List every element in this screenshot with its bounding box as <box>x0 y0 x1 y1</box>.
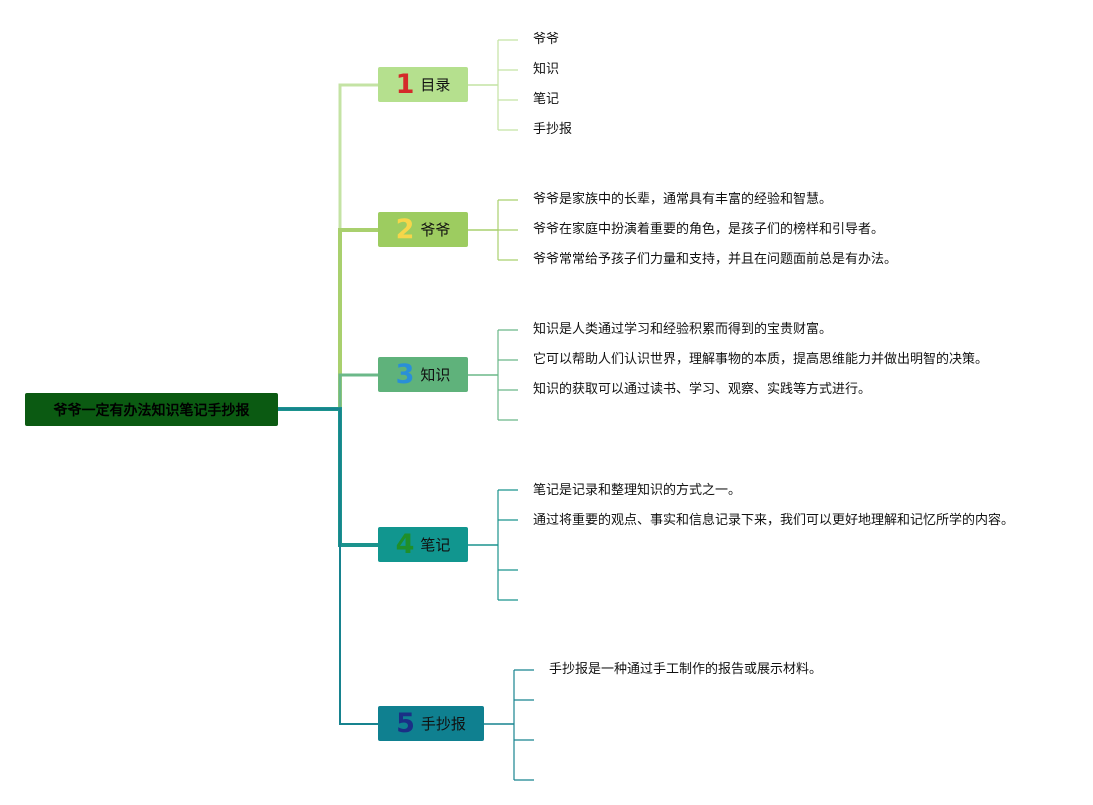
branch-connector <box>278 83 378 411</box>
branch-number: 2 <box>395 214 415 245</box>
leaf-topic[interactable]: 知识是人类通过学习和经验积累而得到的宝贵财富。 <box>533 322 833 337</box>
branch-node-handcopy[interactable]: 5 手抄报 <box>378 706 484 741</box>
branch-label: 知识 <box>420 366 451 384</box>
branch-label: 目录 <box>420 76 451 94</box>
trunk-lines <box>278 83 378 725</box>
leaf-topic[interactable]: 爷爷 <box>533 32 560 47</box>
branch-number: 3 <box>395 359 415 390</box>
branch-number: 5 <box>396 708 415 739</box>
branch-label: 笔记 <box>420 536 451 554</box>
branch-node-contents[interactable]: 1 目录 <box>378 67 468 102</box>
branch-node-grandpa[interactable]: 2 爷爷 <box>378 212 468 247</box>
branch-node-knowledge[interactable]: 3 知识 <box>378 357 468 392</box>
leaf-topic[interactable]: 爷爷是家族中的长辈，通常具有丰富的经验和智慧。 <box>533 192 833 207</box>
root-title: 爷爷一定有办法知识笔记手抄报 <box>53 402 250 419</box>
leaf-topic[interactable]: 手抄报是一种通过手工制作的报告或展示材料。 <box>549 662 823 677</box>
branch-number: 1 <box>395 69 415 100</box>
branch-connector <box>278 228 378 411</box>
branch-node-notes[interactable]: 4 笔记 <box>378 527 468 562</box>
leaf-topic[interactable]: 知识 <box>533 62 560 77</box>
leaf-topic[interactable]: 手抄报 <box>533 122 573 137</box>
branch-connector <box>278 408 378 725</box>
branch-label: 爷爷 <box>420 221 451 239</box>
leaf-topic[interactable]: 笔记是记录和整理知识的方式之一。 <box>533 483 742 498</box>
branch-connector <box>278 407 378 547</box>
branch-connector <box>278 373 378 411</box>
leaf-topic[interactable]: 笔记 <box>533 92 560 107</box>
leaf-topic[interactable]: 它可以帮助人们认识世界，理解事物的本质，提高思维能力并做出明智的决策。 <box>533 352 989 367</box>
leaf-topic[interactable]: 爷爷常常给予孩子们力量和支持，并且在问题面前总是有办法。 <box>533 252 898 267</box>
branch-label: 手抄报 <box>420 715 466 733</box>
branch-number: 4 <box>395 529 415 560</box>
leaf-topic[interactable]: 爷爷在家庭中扮演着重要的角色，是孩子们的榜样和引导者。 <box>533 222 885 237</box>
root-topic[interactable]: 爷爷一定有办法知识笔记手抄报 <box>25 393 278 426</box>
leaf-lines <box>468 39 534 781</box>
leaf-topic[interactable]: 通过将重要的观点、事实和信息记录下来，我们可以更好地理解和记忆所学的内容。 <box>533 513 1015 528</box>
leaf-topic[interactable]: 知识的获取可以通过读书、学习、观察、实践等方式进行。 <box>533 382 872 397</box>
